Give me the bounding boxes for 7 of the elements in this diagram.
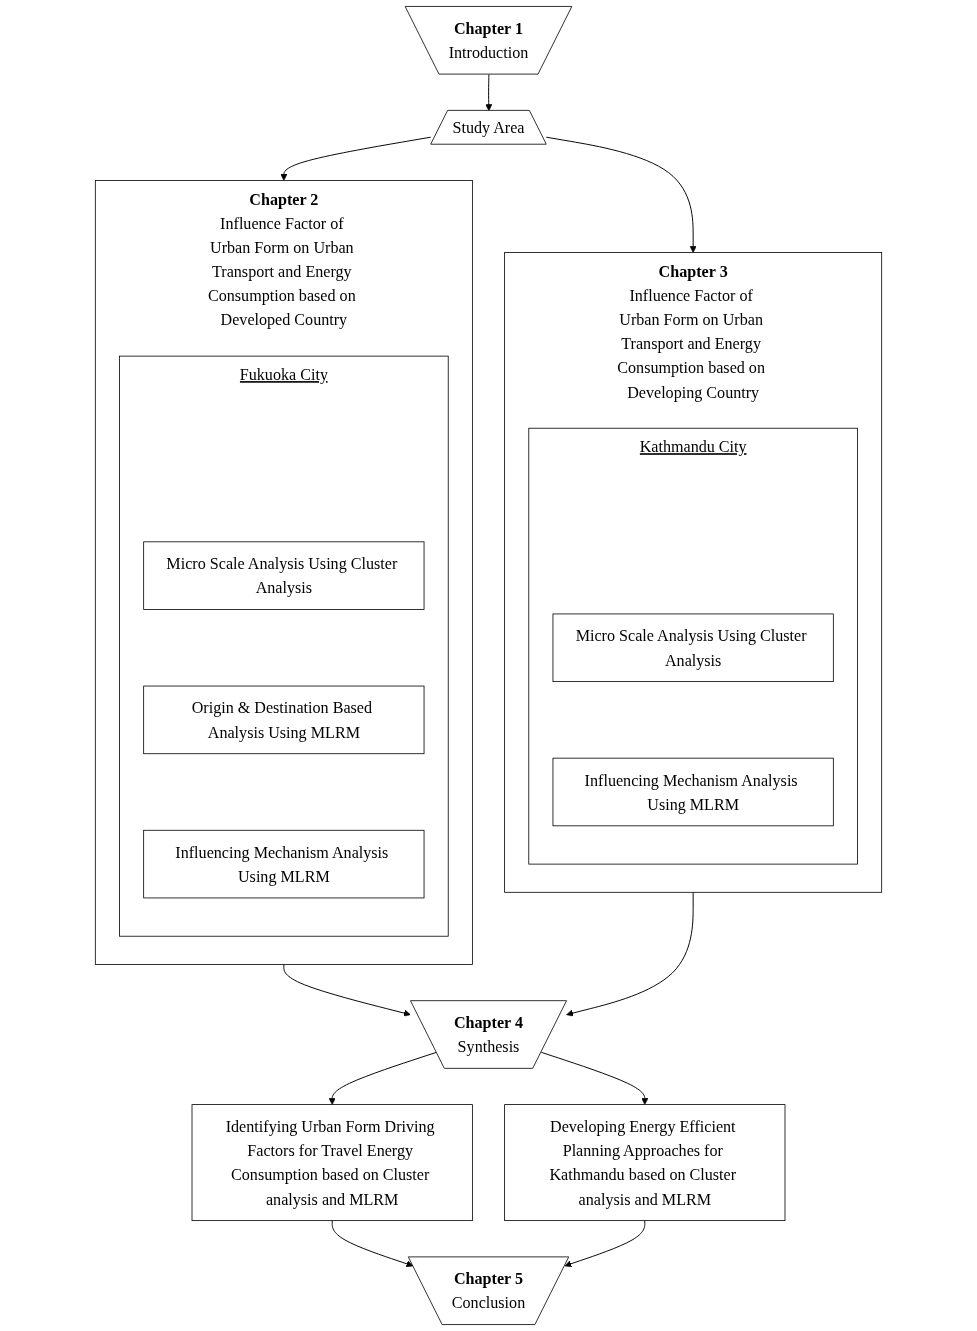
node-box: Influencing Mechanism Analysis Using MLRM (552, 757, 834, 827)
node-box: Developing Energy Efficient Planning Approaches for Kathmandu based on Cluster analysis and MLRM (504, 1104, 786, 1222)
node-box: Micro Scale Analysis Using Cluster Analysis (143, 541, 425, 610)
node-box: Origin & Destination Based Analysis Using MLRM (143, 685, 425, 755)
node-box: Influencing Mechanism Analysis Using MLRM (143, 829, 425, 899)
node-box: Identifying Urban Form Driving Factors for Travel Energy Consumption based on Cluster analysis and MLRM (191, 1104, 473, 1222)
node-box: Micro Scale Analysis Using Cluster Analysis (552, 613, 834, 682)
